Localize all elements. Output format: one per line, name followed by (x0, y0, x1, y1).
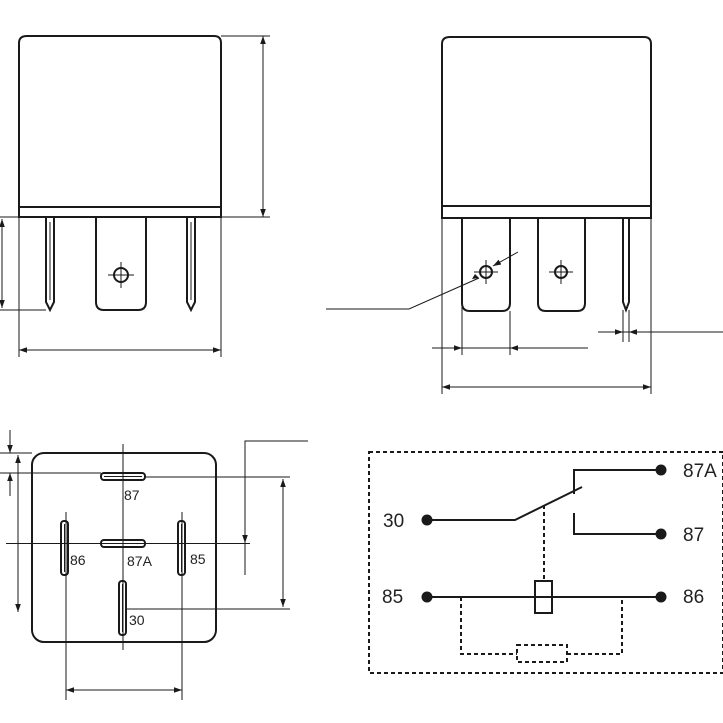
side-view-pin-edge (622, 218, 630, 313)
side-view-base (441, 205, 652, 219)
pin-85-label: 85 (190, 551, 206, 567)
side-view-housing (441, 36, 652, 207)
side-view-hole-leader (326, 277, 480, 310)
relay-coil (534, 580, 553, 614)
suppression-resistor-loop (460, 597, 517, 655)
terminal-86-label: 86 (683, 587, 704, 608)
wire-87a (573, 469, 661, 494)
terminal-87-label: 87 (683, 525, 704, 546)
bottom-view-outline (31, 452, 217, 643)
side-view-pin-right (537, 218, 586, 312)
front-view-pin-left (45, 217, 55, 313)
front-view-base (18, 206, 222, 218)
pin-86-label: 86 (70, 552, 86, 568)
schematic: 87A 30 87 85 86 (368, 451, 723, 674)
suppression-resistor (516, 644, 568, 663)
schematic-boundary (368, 451, 723, 674)
front-view-pin-right (186, 217, 196, 313)
terminal-30-label: 30 (383, 511, 404, 532)
terminal-85-label: 85 (382, 587, 403, 608)
bottom-view: 87 86 87A 85 30 (0, 430, 308, 700)
bottom-view-right-bracket (244, 440, 308, 575)
front-view-pin-center (95, 217, 147, 311)
pin-86-slot (60, 520, 69, 576)
terminal-87a-label: 87A (683, 461, 717, 482)
pin-87-label: 87 (124, 487, 140, 503)
wire-87 (573, 513, 661, 535)
pin-87a-label: 87A (127, 553, 153, 569)
front-view-housing (18, 35, 222, 208)
side-view (326, 36, 723, 394)
wire-30-switch (427, 486, 583, 521)
pin-30-label: 30 (129, 612, 145, 628)
front-view (0, 35, 270, 357)
